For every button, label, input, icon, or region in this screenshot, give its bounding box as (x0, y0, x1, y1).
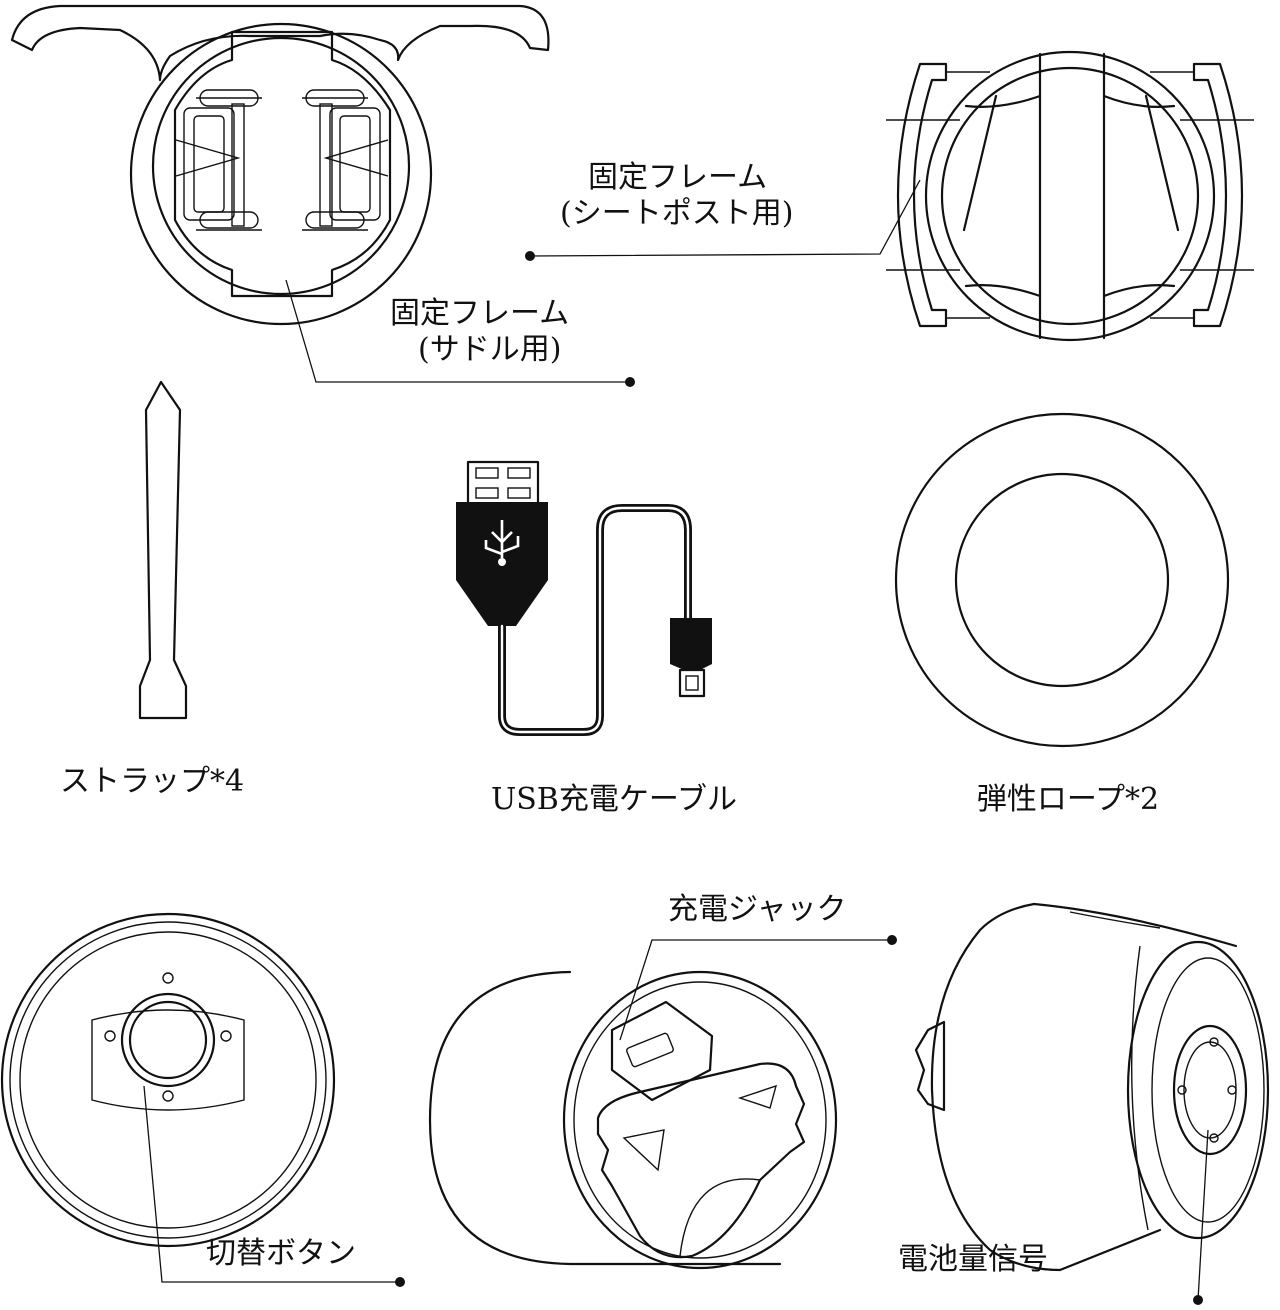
seatpost-frame-label-line1: 固定フレーム (588, 160, 768, 195)
elastic-rope (894, 412, 1230, 748)
saddle-frame-label: 固定フレーム (サドル用) (390, 296, 569, 368)
charge-jack-label: 充電ジャック (668, 892, 847, 927)
strap (138, 380, 188, 720)
saddle-frame-label-line1: 固定フレーム (390, 296, 570, 331)
switch-button-label: 切替ボタン (206, 1236, 356, 1271)
saddle-frame-label-line2: (サドル用) (418, 332, 562, 367)
seatpost-frame-label: 固定フレーム (シートポスト用) (560, 160, 793, 232)
usb-cable-label: USB充電ケーブル (490, 782, 738, 817)
seatpost-fixing-frame (886, 50, 1254, 342)
usb-cable (456, 460, 712, 736)
light-back-view (428, 970, 838, 1270)
light-front-view (0, 912, 336, 1248)
battery-signal-label: 電池量信号 (898, 1242, 1048, 1277)
light-side-view (914, 902, 1270, 1272)
saddle-fixing-frame (10, 4, 550, 326)
elastic-rope-label: 弾性ロープ*2 (976, 782, 1160, 817)
seatpost-frame-label-line2: (シートポスト用) (560, 196, 794, 231)
strap-label: ストラップ*4 (59, 764, 245, 799)
